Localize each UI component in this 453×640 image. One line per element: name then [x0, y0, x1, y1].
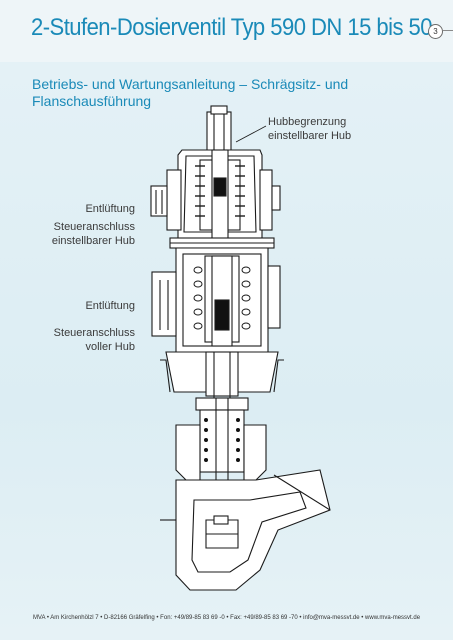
footer-address: MVA • Am Kirchenhölzl 7 • D-82166 Gräfel… — [32, 615, 421, 621]
label-vent-2: Entlüftung — [85, 300, 135, 312]
label-vent-1: Entlüftung — [85, 203, 135, 215]
label-stroke-limit: Hubbegrenzung einstellbarer Hub — [268, 116, 352, 142]
section-heading: Betriebs- und Wartungsanleitung – Schräg… — [32, 76, 349, 109]
label-control-port-full: Steueranschluss voller Hub — [53, 327, 135, 353]
page-number: 3 — [428, 24, 443, 39]
header-rule — [443, 30, 453, 31]
label-control-port-adjustable: Steueranschluss einstellbarer Hub — [51, 221, 135, 247]
page-title: 2-Stufen-Dosierventil Typ 590 DN 15 bis … — [31, 14, 433, 41]
